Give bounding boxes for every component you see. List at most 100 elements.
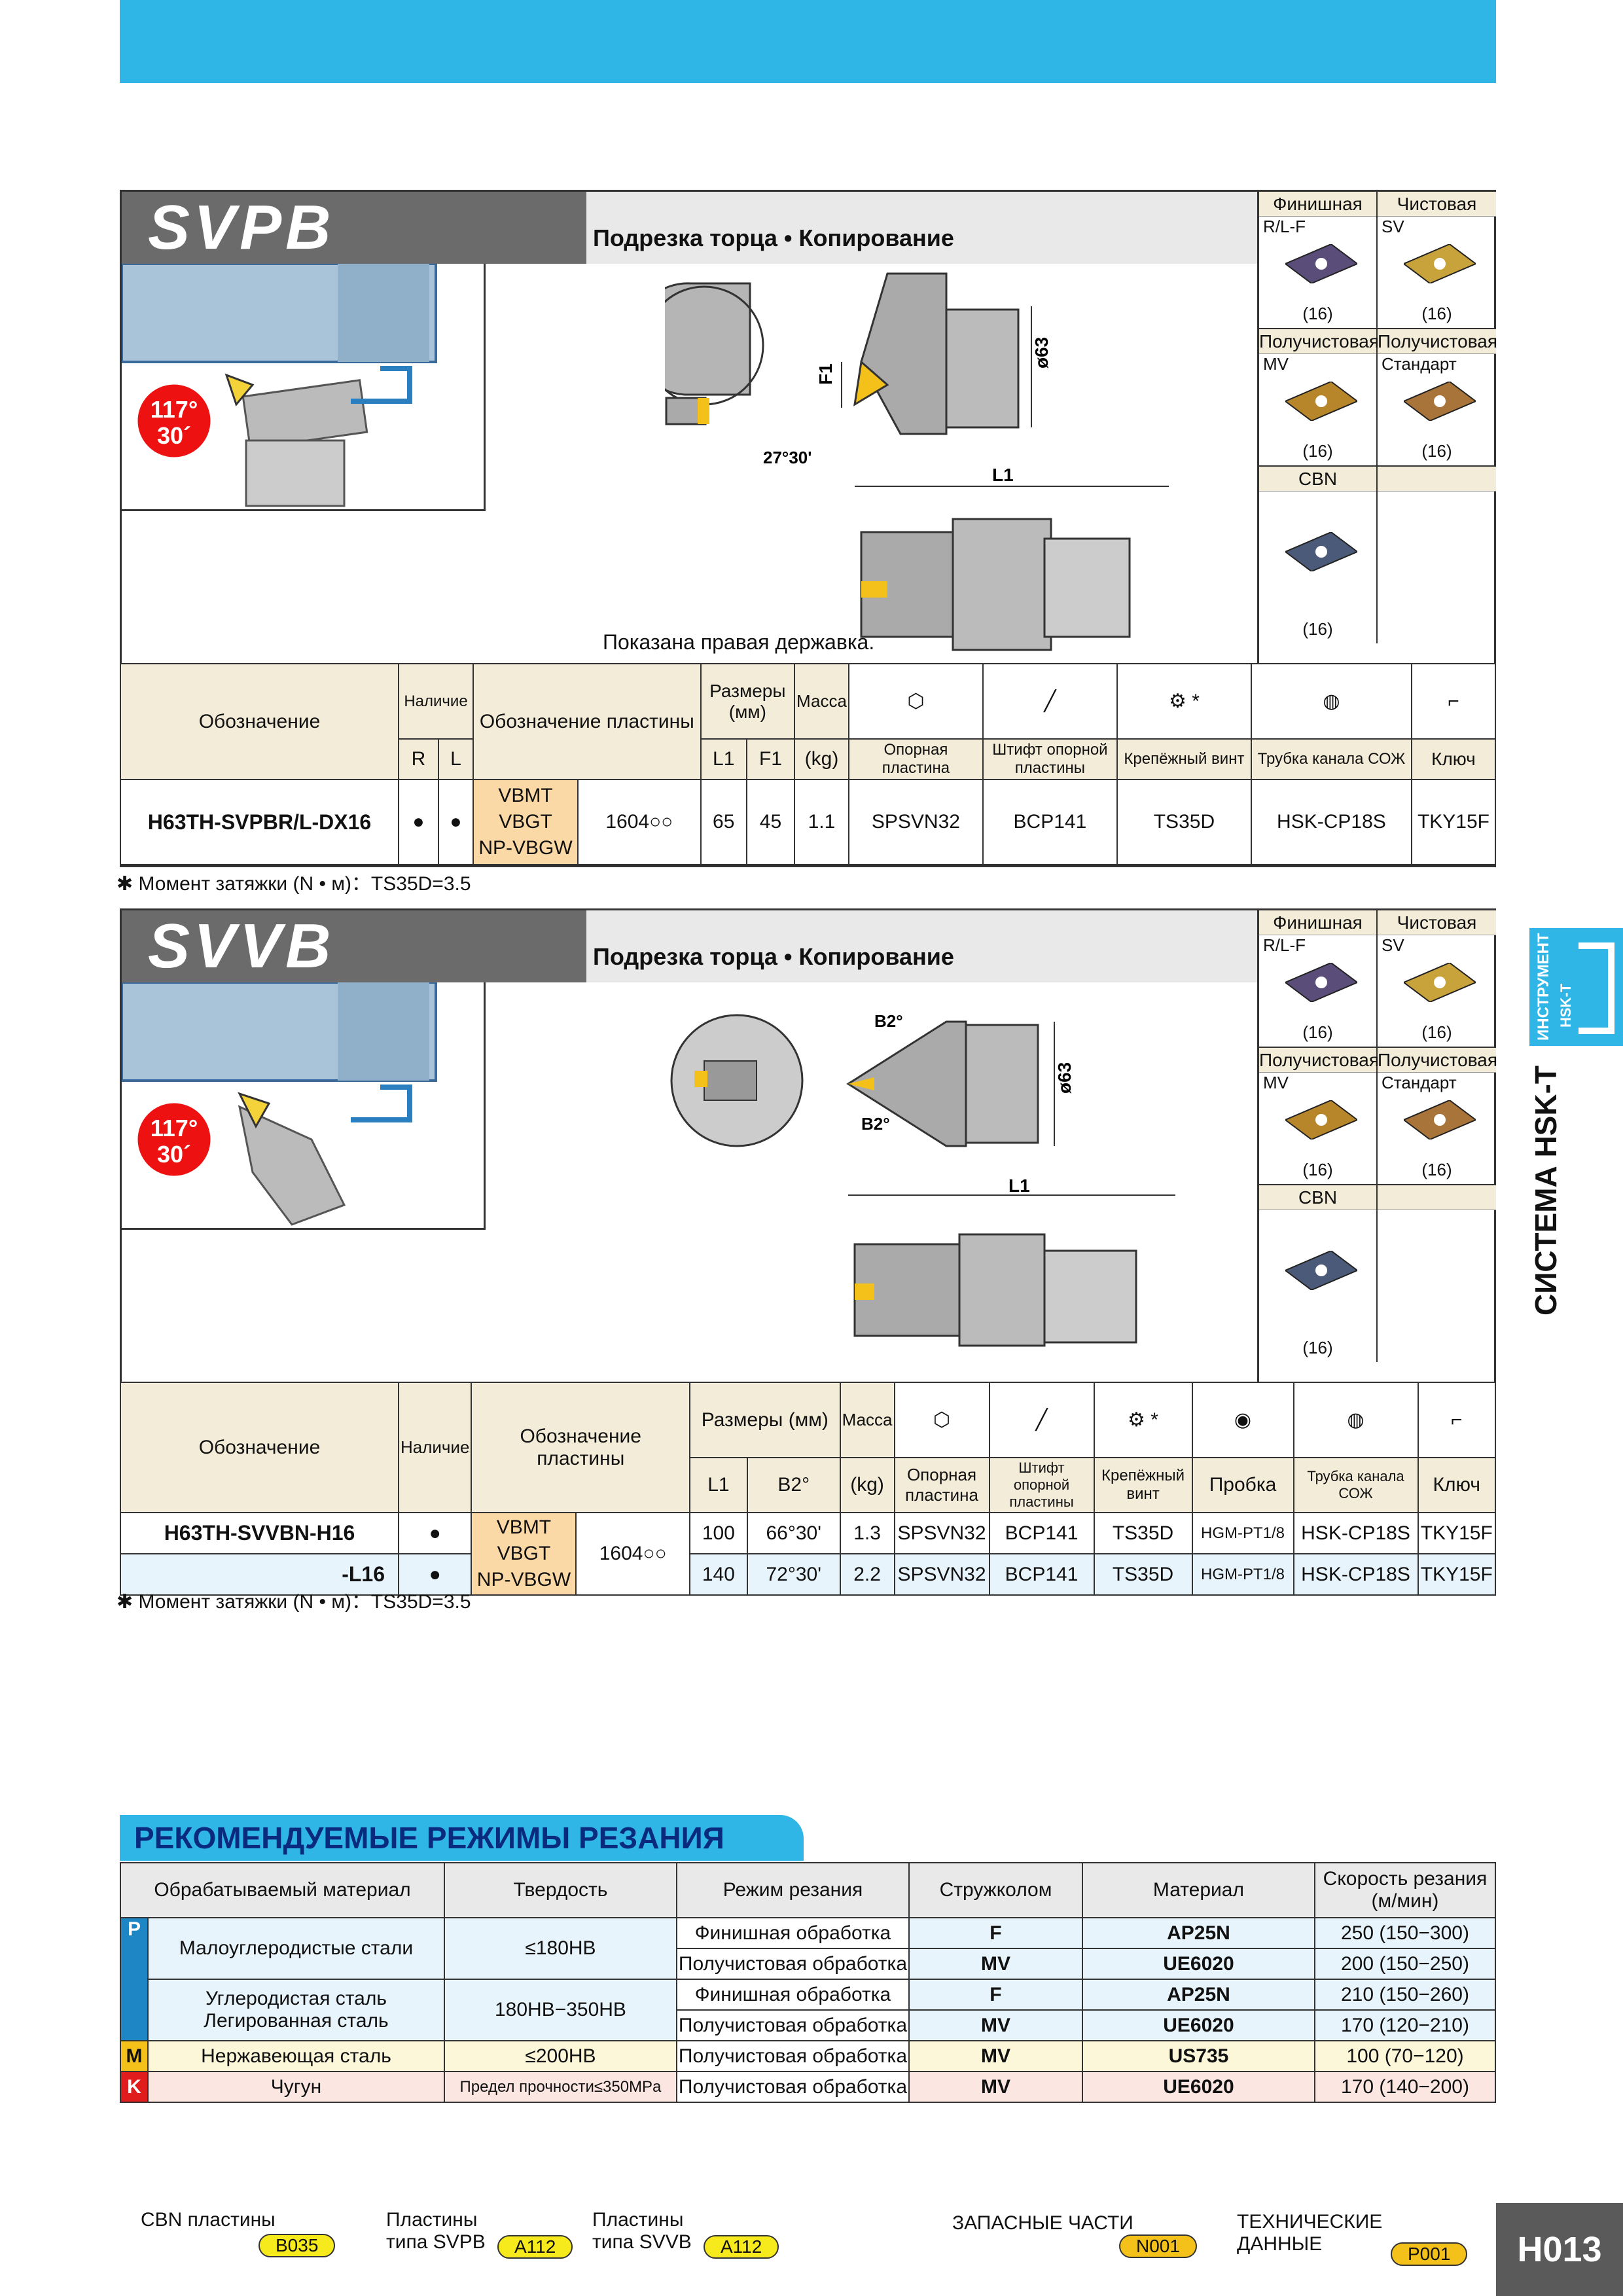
cut-hardness: Предел прочности≤350MPa	[443, 2071, 677, 2103]
th-pin: Штифт опорной пластины	[988, 1457, 1095, 1513]
row-avail: ●	[397, 1553, 473, 1596]
insert-cbn: CBN(16)	[1259, 1185, 1378, 1362]
class-m: M	[120, 2040, 149, 2072]
cut-hardness: 180HB−350HB	[443, 1979, 677, 2041]
plug-icon: ◉	[1191, 1382, 1294, 1458]
th-avail: Наличие	[397, 1382, 473, 1513]
cut-grade: AP25N	[1081, 1979, 1315, 2011]
dim-f1: F1	[815, 363, 836, 385]
row-plug: HGM-PT1/8	[1191, 1553, 1294, 1596]
row-pin: BCP141	[988, 1553, 1095, 1596]
cut-speed: 250 (150−300)	[1313, 1917, 1497, 1949]
insert-cbn: CBN(16)	[1259, 467, 1378, 643]
th-designation: Обозначение	[120, 1382, 399, 1513]
svvb-section: SVVB Подрезка торца • Копирование 117° 3…	[120, 908, 1497, 1596]
cut-material: Малоуглеродистые стали	[147, 1917, 445, 1980]
ref-cbn[interactable]: CBN пластины B035	[141, 2209, 336, 2257]
cut-grade: UE6020	[1081, 2071, 1315, 2103]
key-icon: ⌐	[1410, 663, 1497, 740]
th-screw: Крепёжный винт	[1093, 1457, 1193, 1513]
cutting-title: РЕКОМЕНДУЕМЫЕ РЕЖИМЫ РЕЗАНИЯ	[120, 1815, 804, 1861]
seat-icon: ⬡	[847, 663, 984, 740]
cut-grade: UE6020	[1081, 1948, 1315, 1980]
tube-icon: ◍	[1250, 663, 1412, 740]
ref-spare-parts[interactable]: ЗАПАСНЫЕ ЧАСТИ N001	[952, 2212, 1197, 2258]
section-subtitle: Подрезка торца • Копирование	[593, 943, 954, 970]
ref-svvb[interactable]: Пластины типа SVVB A112	[592, 2209, 802, 2259]
row-mass: 1.3	[839, 1512, 895, 1554]
dim-l1: L1	[1008, 1175, 1030, 1196]
row-avail: ●	[397, 1512, 473, 1554]
cut-hardness: ≤180HB	[443, 1917, 677, 1980]
cut-chip: F	[908, 1979, 1083, 2011]
row-designation: -L16	[120, 1553, 399, 1596]
row-plug: HGM-PT1/8	[1191, 1512, 1294, 1554]
cut-grade: UE6020	[1081, 2009, 1315, 2041]
side-label: СИСТЕМА HSK-T	[1529, 1066, 1563, 1316]
hsk-logo-icon	[1578, 942, 1614, 1034]
top-banner	[120, 0, 1496, 83]
th-plug: Пробка	[1191, 1457, 1294, 1513]
svvb-torque-note: ✱ Момент затяжки (N • м)：TS35D=3.5	[116, 1591, 471, 1613]
tube-icon: ◍	[1293, 1382, 1419, 1458]
ref-svpb[interactable]: Пластины типа SVPB A112	[386, 2209, 582, 2259]
th-avail: Наличие	[397, 663, 474, 740]
side-tag-1: ИНСТРУМЕНТ	[1535, 933, 1552, 1041]
th-screw: Крепёжный винт	[1116, 738, 1252, 780]
dim-angle: 27°30'	[763, 448, 812, 467]
row-f1: 45	[745, 779, 796, 865]
cut-mode: Получистовая обработка	[675, 2009, 910, 2041]
cut-hardness: ≤200HB	[443, 2040, 677, 2072]
class-p: P	[120, 1917, 149, 2041]
cut-mode: Получистовая обработка	[675, 2040, 910, 2072]
th-r: R	[398, 738, 439, 780]
row-pin: BCP141	[988, 1512, 1095, 1554]
cut-th-grade: Материал	[1081, 1862, 1315, 1918]
row-size: 1604○○	[577, 779, 702, 865]
th-kg: (kg)	[794, 738, 849, 780]
th-tube: Трубка канала СОЖ	[1293, 1457, 1419, 1513]
row-screw: TS35D	[1093, 1512, 1193, 1554]
row-screw: TS35D	[1093, 1553, 1193, 1596]
page-number: H013	[1496, 2203, 1623, 2296]
cut-th-chip: Стружколом	[908, 1862, 1083, 1918]
screw-icon: ⚙ *	[1093, 1382, 1193, 1458]
tool-illustration: 117° 30´	[122, 982, 437, 1226]
th-f1: F1	[745, 738, 796, 780]
row-key: TKY15F	[1410, 779, 1497, 865]
th-key: Ключ	[1410, 738, 1497, 780]
dim-diameter: ø63	[1031, 337, 1052, 368]
angle-label-1: 117°	[151, 396, 198, 423]
svpb-torque-note: ✱ Момент затяжки (N • м)：TS35D=3.5	[116, 873, 471, 895]
cut-mode: Финишная обработка	[675, 1917, 910, 1949]
dim-l1: L1	[992, 465, 1014, 485]
row-l: ●	[437, 779, 474, 865]
ref-technical[interactable]: ТЕХНИЧЕСКИЕ ДАННЫЕ P001	[1237, 2211, 1472, 2266]
dim-diameter: ø63	[1054, 1062, 1075, 1094]
cut-mode: Получистовая обработка	[675, 2071, 910, 2103]
row-seat: SPSVN32	[847, 779, 984, 865]
th-l: L	[437, 738, 474, 780]
angle-label-2: 30´	[157, 422, 191, 449]
cut-th-hardness: Твердость	[443, 1862, 677, 1918]
row-mass: 2.2	[839, 1553, 895, 1596]
cut-mode: Получистовая обработка	[675, 1948, 910, 1980]
row-b2: 72°30'	[746, 1553, 841, 1596]
th-seat: Опорная пластина	[847, 738, 984, 780]
section-title: SVVB	[122, 910, 586, 982]
insert-empty	[1378, 467, 1496, 643]
cut-speed: 200 (150−250)	[1313, 1948, 1497, 1980]
row-l1: 100	[688, 1512, 748, 1554]
th-l1: L1	[700, 738, 747, 780]
technical-drawing: ø63 F1 27°30' L1	[665, 272, 1169, 651]
section-title: SVPB	[122, 192, 586, 264]
cut-chip: MV	[908, 1948, 1083, 1980]
